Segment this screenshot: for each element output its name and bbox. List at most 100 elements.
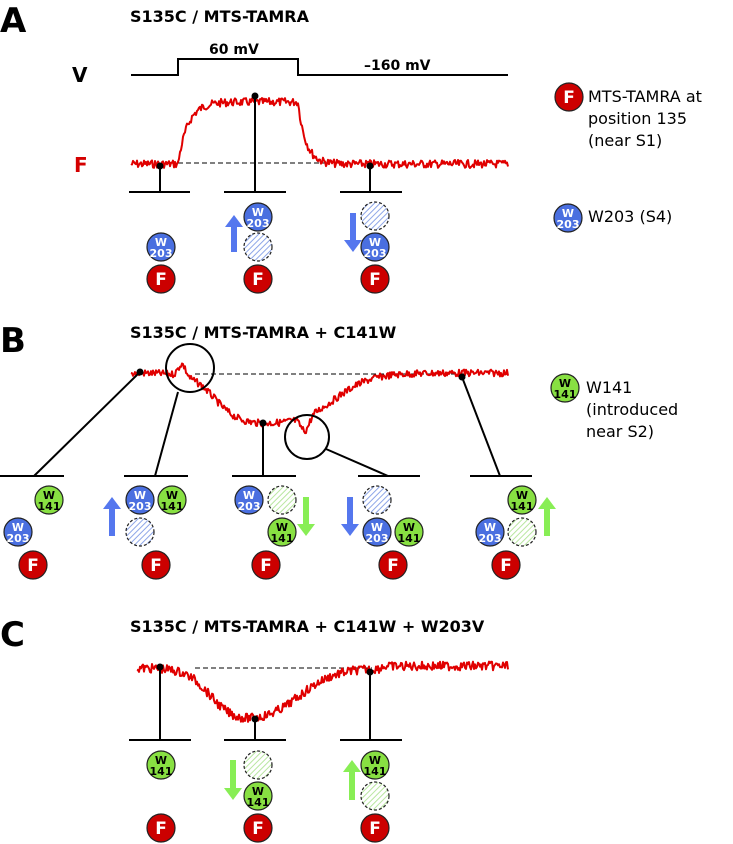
svg-text:141: 141 bbox=[38, 500, 61, 513]
fluorophore-bead: F bbox=[251, 550, 281, 580]
svg-text:203: 203 bbox=[557, 218, 580, 231]
svg-text:203: 203 bbox=[150, 247, 173, 260]
w203-bead: W203 bbox=[146, 232, 176, 262]
svg-text:W: W bbox=[276, 521, 288, 534]
empty-site-bead bbox=[360, 781, 390, 811]
fluorophore-bead: F bbox=[243, 264, 273, 294]
svg-text:141: 141 bbox=[554, 388, 577, 401]
w141-bead: W141 bbox=[146, 750, 176, 780]
legend-f-line-3: (near S1) bbox=[588, 131, 662, 150]
empty-site-bead bbox=[507, 517, 537, 547]
svg-text:F: F bbox=[252, 819, 264, 839]
svg-text:203: 203 bbox=[129, 500, 152, 513]
depolarized-voltage-label: 60 mV bbox=[209, 42, 259, 58]
svg-text:141: 141 bbox=[398, 532, 421, 545]
svg-text:W: W bbox=[166, 489, 178, 502]
w141-bead: W141 bbox=[157, 485, 187, 515]
svg-text:W: W bbox=[243, 489, 255, 502]
svg-text:W: W bbox=[484, 521, 496, 534]
voltage-axis-label: V bbox=[72, 63, 88, 87]
svg-text:F: F bbox=[27, 556, 39, 576]
svg-text:203: 203 bbox=[364, 247, 387, 260]
legend-w141-line-2: (introduced bbox=[586, 400, 678, 419]
w203-bead: W203 bbox=[362, 517, 392, 547]
svg-text:F: F bbox=[260, 556, 272, 576]
fluorescence-trace-a bbox=[130, 97, 509, 169]
legend-a: MTS-TAMRA at position 135 (near S1) W203… bbox=[588, 87, 702, 226]
svg-text:F: F bbox=[155, 270, 167, 290]
fluorophore-bead: F bbox=[378, 550, 408, 580]
w203-bead: W203 bbox=[243, 202, 273, 232]
fluorophore-bead: F bbox=[141, 550, 171, 580]
legend-w203-bead: W203 bbox=[553, 203, 583, 233]
svg-text:W: W bbox=[369, 754, 381, 767]
legend-w203-line-1: W203 (S4) bbox=[588, 207, 672, 226]
fluorophore-bead: F bbox=[491, 550, 521, 580]
arrow-up-blue-icon bbox=[103, 497, 121, 536]
w203-bead: W203 bbox=[360, 232, 390, 262]
fluorophore-bead: F bbox=[360, 813, 390, 843]
state-markers-a bbox=[129, 92, 402, 193]
legend-f-line-1: MTS-TAMRA at bbox=[588, 87, 702, 106]
empty-site-bead bbox=[267, 485, 297, 515]
arrow-down-green-icon bbox=[297, 497, 315, 536]
svg-text:203: 203 bbox=[366, 532, 389, 545]
hyperpolarized-voltage-label: –160 mV bbox=[364, 58, 431, 74]
w141-bead: W141 bbox=[360, 750, 390, 780]
arrow-up-green-icon bbox=[343, 760, 361, 800]
legend-fluorophore-bead: F bbox=[554, 82, 584, 112]
svg-text:W: W bbox=[562, 207, 574, 220]
legend-b: W141 (introduced near S2) bbox=[586, 378, 678, 441]
svg-text:W: W bbox=[12, 521, 24, 534]
fluorophore-bead: F bbox=[18, 550, 48, 580]
svg-text:W: W bbox=[371, 521, 383, 534]
svg-text:F: F bbox=[155, 819, 167, 839]
svg-text:W: W bbox=[155, 754, 167, 767]
w141-bead: W141 bbox=[394, 517, 424, 547]
panel-letter-a: A bbox=[0, 1, 27, 41]
zoom-circle-activation bbox=[165, 343, 215, 393]
panel-a: A S135C / MTS-TAMRA 60 mV –160 mV V F W2… bbox=[0, 1, 702, 294]
w141-bead: W141 bbox=[243, 781, 273, 811]
svg-text:141: 141 bbox=[511, 500, 534, 513]
arrow-up-blue-icon bbox=[225, 215, 243, 252]
svg-text:F: F bbox=[369, 270, 381, 290]
fluorophore-bead: F bbox=[146, 264, 176, 294]
panel-b-title: S135C / MTS-TAMRA + C141W bbox=[130, 323, 397, 342]
arrow-down-green-icon bbox=[224, 760, 242, 800]
panel-letter-b: B bbox=[0, 321, 26, 361]
empty-site-bead bbox=[362, 485, 392, 515]
sample-point bbox=[366, 162, 374, 170]
w141-bead: W141 bbox=[34, 485, 64, 515]
svg-text:F: F bbox=[563, 88, 575, 108]
svg-text:W: W bbox=[403, 521, 415, 534]
w141-bead: W141 bbox=[267, 517, 297, 547]
empty-site-bead bbox=[125, 517, 155, 547]
svg-text:F: F bbox=[387, 556, 399, 576]
fluorophore-bead: F bbox=[146, 813, 176, 843]
panel-c-title: S135C / MTS-TAMRA + C141W + W203V bbox=[130, 617, 485, 636]
w203-bead: W203 bbox=[234, 485, 264, 515]
panel-c: C S135C / MTS-TAMRA + C141W + W203V W141… bbox=[0, 615, 509, 843]
legend-w141-line-3: near S2) bbox=[586, 422, 654, 441]
svg-text:W: W bbox=[369, 236, 381, 249]
panel-letter-c: C bbox=[0, 615, 25, 655]
svg-text:203: 203 bbox=[479, 532, 502, 545]
panel-a-title: S135C / MTS-TAMRA bbox=[130, 7, 310, 26]
voltage-protocol-line bbox=[131, 58, 508, 76]
svg-text:W: W bbox=[252, 785, 264, 798]
svg-text:F: F bbox=[150, 556, 162, 576]
svg-text:W: W bbox=[43, 489, 55, 502]
empty-site-bead bbox=[243, 750, 273, 780]
svg-text:W: W bbox=[155, 236, 167, 249]
state-diagrams-b: W141W203FW203W141FW203W141FW203W141FW141… bbox=[3, 485, 556, 580]
fluorescence-axis-label: F bbox=[74, 153, 88, 177]
svg-text:F: F bbox=[369, 819, 381, 839]
svg-text:141: 141 bbox=[271, 532, 294, 545]
svg-text:F: F bbox=[500, 556, 512, 576]
arrow-up-green-icon bbox=[538, 497, 556, 536]
